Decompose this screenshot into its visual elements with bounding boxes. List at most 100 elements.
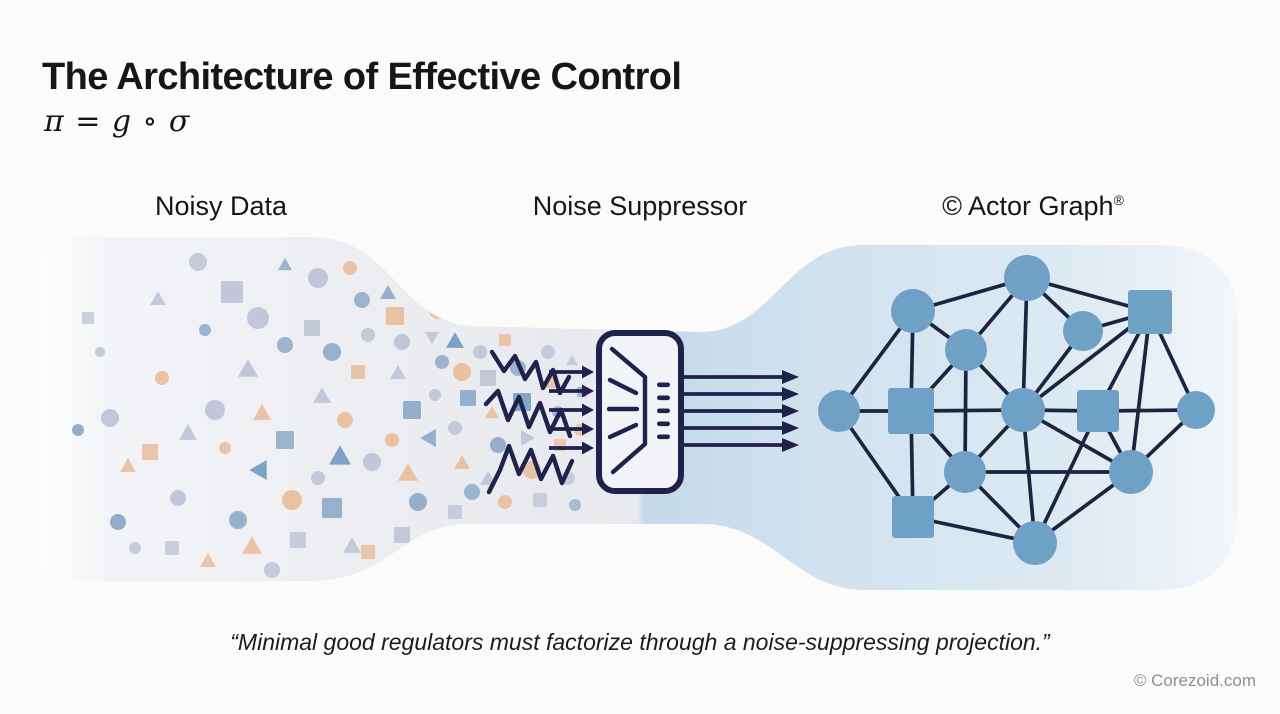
section-label-noisy-data: Noisy Data xyxy=(154,191,288,221)
noise-shape xyxy=(351,365,365,379)
graph-node-circle xyxy=(1177,391,1215,429)
entry-arrows xyxy=(549,365,594,455)
noise-shape xyxy=(464,484,480,500)
graph-node-square xyxy=(888,388,934,434)
graph-node-circle xyxy=(891,289,935,333)
noise-shape xyxy=(247,307,269,329)
graph-node-square xyxy=(1077,390,1119,432)
noise-shape xyxy=(304,320,320,336)
graph-node-circle xyxy=(1109,450,1153,494)
noise-shape xyxy=(448,505,462,519)
noise-shape xyxy=(448,421,462,435)
suppressor-dash xyxy=(657,408,670,414)
noise-shape xyxy=(394,334,410,350)
noise-shape xyxy=(282,490,302,510)
noise-shape xyxy=(521,430,535,446)
noise-shape xyxy=(323,343,341,361)
noise-shape xyxy=(386,307,404,325)
noise-shape xyxy=(199,324,211,336)
noise-shape xyxy=(313,387,331,403)
noise-shape xyxy=(485,405,499,419)
entry-arrow xyxy=(549,441,594,455)
entry-arrow xyxy=(549,422,594,436)
noise-shape xyxy=(278,257,292,271)
noise-shape xyxy=(129,542,141,554)
noise-shape xyxy=(179,424,197,440)
noise-shape xyxy=(569,499,581,511)
noise-shape xyxy=(120,458,136,472)
noisy-data-cluster xyxy=(72,253,587,578)
noise-shape xyxy=(72,424,84,436)
noise-shape xyxy=(253,404,271,420)
noise-shape xyxy=(499,334,511,346)
actor-graph xyxy=(818,255,1215,565)
noise-shape xyxy=(242,536,262,554)
suppressor-funnel-bracket xyxy=(609,346,648,475)
section-label-noise-suppressor: Noise Suppressor xyxy=(532,191,748,221)
noise-shape xyxy=(420,540,436,556)
entry-arrow xyxy=(549,365,594,379)
noise-shape xyxy=(429,389,441,401)
noise-shape xyxy=(533,493,547,507)
entry-arrow xyxy=(549,384,594,398)
noise-squiggle xyxy=(486,443,575,495)
noise-shape xyxy=(403,401,421,419)
exit-arrow xyxy=(681,370,799,384)
noise-shape xyxy=(200,553,216,567)
noise-shape xyxy=(490,437,506,453)
graph-node-circle xyxy=(1001,388,1045,432)
noise-shape xyxy=(541,345,555,359)
noise-shape xyxy=(264,562,280,578)
noise-suppressor-icon xyxy=(596,330,684,494)
graph-edge xyxy=(1021,409,1037,544)
noise-shape xyxy=(221,281,243,303)
noise-shape xyxy=(142,444,158,460)
noise-shape xyxy=(95,347,105,357)
noise-shape xyxy=(385,433,399,447)
graph-node-circle xyxy=(944,451,986,493)
suppressor-fan-line xyxy=(607,377,639,396)
noise-shape xyxy=(453,363,471,381)
noise-shape xyxy=(566,354,578,366)
suppressor-dash xyxy=(657,382,670,388)
noise-shape xyxy=(329,445,351,465)
noise-shape xyxy=(322,498,342,518)
noise-shape xyxy=(150,291,166,305)
suppressor-fan-line xyxy=(607,422,639,440)
graph-node-circle xyxy=(1013,521,1057,565)
exit-arrow xyxy=(681,421,799,435)
graph-node-circle xyxy=(818,390,860,432)
noise-squiggle xyxy=(489,349,572,396)
noise-shape xyxy=(498,495,512,509)
watermark: © Corezoid.com xyxy=(1133,671,1256,690)
noise-shape xyxy=(473,345,487,359)
noise-shape xyxy=(409,493,427,511)
noise-shape xyxy=(155,371,169,385)
noise-shape xyxy=(189,253,207,271)
noise-shape xyxy=(394,527,410,543)
graph-node-square xyxy=(892,496,934,538)
noise-shape xyxy=(311,471,325,485)
graph-node-circle xyxy=(945,329,987,371)
noise-squiggle xyxy=(483,388,573,439)
noise-shape xyxy=(480,370,496,386)
graph-node-square xyxy=(1128,290,1172,334)
noise-shape xyxy=(390,365,406,379)
noise-shape xyxy=(276,431,294,449)
noise-shape xyxy=(361,328,375,342)
graph-node-circle xyxy=(1063,311,1103,351)
formula: π = g ∘ σ xyxy=(44,104,191,139)
graph-edge xyxy=(1033,410,1100,544)
noise-shape xyxy=(361,545,375,559)
noise-shape xyxy=(165,541,179,555)
noise-shape xyxy=(429,301,447,319)
section-label-actor-graph: © Actor Graph® xyxy=(942,191,1124,222)
noise-shape xyxy=(343,261,357,275)
noise-shape xyxy=(343,537,361,553)
noise-shape xyxy=(219,442,231,454)
actor-graph-label: © Actor Graph xyxy=(942,191,1114,221)
graph-node-circle xyxy=(1004,255,1050,301)
noise-shape xyxy=(170,490,186,506)
